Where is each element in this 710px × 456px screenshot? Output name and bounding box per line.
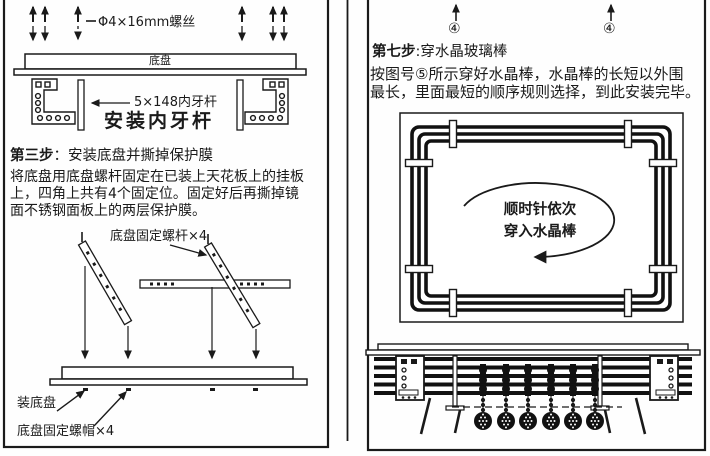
end-bracket-right (649, 355, 679, 401)
end-bracket-left (395, 355, 425, 401)
mounting-bracket-left (31, 78, 76, 125)
step3-step-no: 第三步 (10, 148, 54, 164)
install-pointer-arrow (56, 390, 86, 412)
bolt-strip-left (77, 232, 133, 326)
callout-arrows (452, 3, 615, 21)
bolt-strip-right (203, 234, 261, 329)
nut-pointer-arrow (93, 391, 127, 427)
rod-assembly-diagram (13, 5, 307, 131)
step3-body-line-2: 上，四角上共有4个固定位。固定好后再撕掉镜 (10, 186, 299, 202)
rod-assembly-caption: 安装内牙杆 (104, 110, 215, 132)
bolt-count-label: 底盘固定螺杆×4 (110, 229, 208, 244)
bolt-pointer-arrow (169, 244, 208, 257)
rod-clips (404, 119, 678, 318)
screw-down-arrows (29, 26, 288, 42)
threaded-rod-left (77, 79, 85, 131)
guide-arrows (81, 266, 260, 360)
plate-install-diagram (49, 232, 308, 427)
step7-step-no: 第七步 (372, 44, 416, 60)
hanger-bar (139, 279, 291, 289)
base-plate-label: 底盘 (149, 54, 171, 67)
frame-border (399, 112, 684, 323)
callout-number-right: ④ (603, 21, 616, 37)
rod-loops (410, 125, 672, 312)
rotation-note-line-2: 穿入水晶棒 (503, 224, 577, 240)
crystal-balls (474, 412, 604, 430)
threaded-rod-label: 5×148内牙杆 (134, 95, 217, 110)
step3-body-line-1: 将底盘用底盘螺杆固定在已装上天花板上的挂板 (10, 169, 304, 185)
threaded-rod-right (236, 79, 244, 131)
rotation-note-line-1: 顺时针依次 (503, 202, 577, 218)
step3-body-line-3: 面不锈钢面板上的两层保护膜。 (10, 203, 206, 219)
ceiling-plate (365, 343, 701, 356)
step7-heading: 第七步:穿水晶玻璃棒 (372, 44, 507, 61)
screw-size-label: Φ4×16mm螺丝 (98, 15, 196, 30)
base-plate-bottom (49, 366, 308, 391)
crystal-rod-frame (399, 112, 684, 323)
assembled-chandelier (365, 343, 701, 435)
base-plate-shape (13, 53, 307, 76)
support-legs (419, 397, 647, 435)
hanging-crystal-balls (474, 364, 604, 430)
clockwise-arrow (463, 182, 616, 264)
left-panel-border (2, 0, 330, 449)
install-plate-label: 装底盘 (17, 396, 57, 411)
crystal-rod-rows (374, 357, 692, 395)
step7-body-line-1: 按图号⑤所示穿好水晶棒，水晶棒的长短以外围 (370, 65, 684, 83)
screw-up-arrows (29, 5, 288, 22)
mounting-bracket-right (244, 78, 289, 125)
step7-body-line-2: 最长，里面最短的顺序规则选择，到此安装完毕。 (370, 83, 701, 101)
step3-heading: 第三步：安装底盘并撕掉保护膜 (10, 148, 213, 165)
callout-number-left: ④ (448, 21, 461, 37)
nut-count-label: 底盘固定螺帽×4 (17, 424, 115, 439)
step7-title: :穿水晶玻璃棒 (415, 44, 508, 60)
step3-title: ：安装底盘并撕掉保护膜 (53, 148, 214, 164)
right-panel-border (366, 0, 707, 452)
nut-dots (83, 388, 258, 391)
